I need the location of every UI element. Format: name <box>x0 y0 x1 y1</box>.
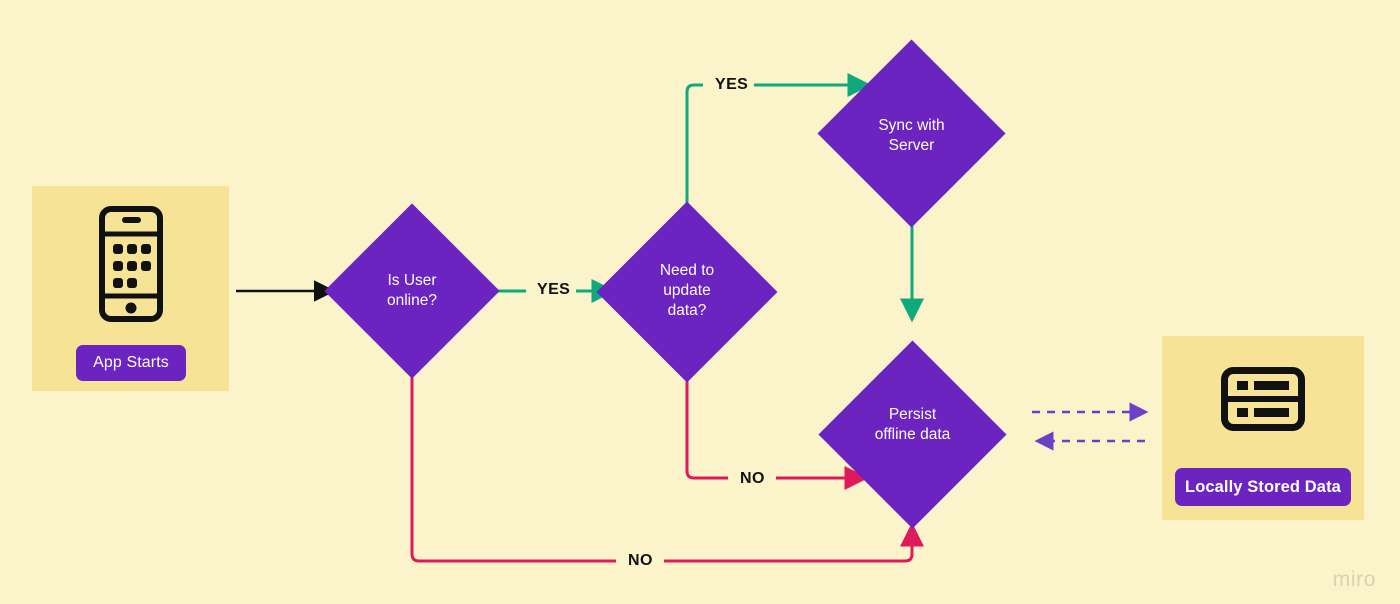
miro-watermark: miro <box>1332 568 1376 591</box>
app-starts-label[interactable]: App Starts <box>76 345 186 381</box>
edge-update-no <box>685 372 728 480</box>
edge-online-no-arrow <box>664 522 924 563</box>
edge-label-yes-middle: YES <box>531 281 577 299</box>
edge-label-no-middle: NO <box>734 470 771 488</box>
locally-stored-data-label[interactable]: Locally Stored Data <box>1175 468 1351 506</box>
edge-online-no <box>410 370 616 563</box>
edge-label-yes-top: YES <box>709 76 755 94</box>
mobile-phone-icon <box>99 206 163 322</box>
database-icon <box>1221 367 1305 431</box>
edge-update-yes <box>685 83 703 212</box>
edge-label-no-bottom: NO <box>622 552 659 570</box>
